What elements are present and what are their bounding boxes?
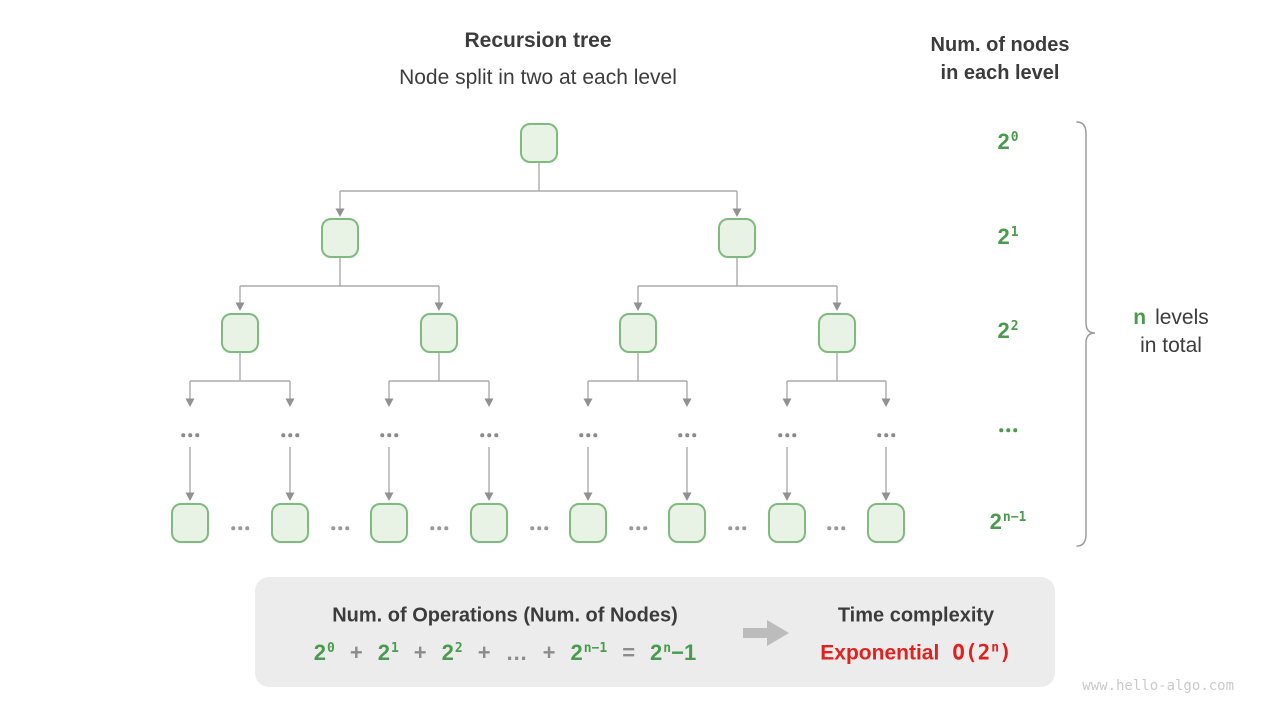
tree-node (718, 218, 756, 258)
ellipsis-dots (629, 526, 647, 530)
arrowhead-icon (335, 208, 345, 217)
ellipsis-dots (181, 433, 199, 437)
level-count-label: 21 (997, 224, 1019, 249)
n-variable: n (1133, 306, 1147, 329)
arrowhead-icon (185, 398, 195, 407)
level-count-header-line2: in each level (940, 62, 1060, 84)
ellipsis-dots (728, 526, 746, 530)
formula-term: 21 (377, 640, 399, 665)
arrowhead-icon (782, 492, 792, 501)
big-o-notation: O(2n) (952, 640, 1012, 665)
arrowhead-icon (484, 398, 494, 407)
watermark: www.hello-algo.com (1082, 678, 1234, 694)
ellipsis-dots (480, 433, 498, 437)
formula-term: = (622, 640, 636, 665)
ellipsis-dots (579, 433, 597, 437)
time-complexity-value: Exponential O(2n) (820, 641, 1011, 666)
level-count-label: 2n−1 (989, 509, 1027, 534)
ellipsis-dots (530, 526, 548, 530)
arrowhead-icon (285, 492, 295, 501)
tree-node (867, 503, 905, 543)
operations-formula: 20 +21 +22 + … +2n−1 = 2n−1 (314, 640, 696, 666)
formula-term: 20 (313, 640, 335, 665)
arrowhead-icon (682, 398, 692, 407)
formula-term: + (542, 640, 556, 665)
arrowhead-icon (732, 208, 742, 217)
levels-brace (1076, 121, 1096, 547)
tree-node (520, 123, 558, 163)
arrowhead-icon (434, 302, 444, 311)
ellipsis-dots (430, 526, 448, 530)
arrowhead-icon (583, 398, 593, 407)
in-total-word: in total (1140, 334, 1202, 357)
tree-node (619, 313, 657, 353)
tree-node (818, 313, 856, 353)
tree-node (420, 313, 458, 353)
arrowhead-icon (384, 398, 394, 407)
formula-term: + (349, 640, 363, 665)
ellipsis-dots (231, 526, 249, 530)
formula-term: + (477, 640, 491, 665)
level-count-column-header: Num. of nodes in each level (931, 31, 1070, 87)
arrowhead-icon (682, 492, 692, 501)
right-arrow-icon (743, 620, 789, 646)
arrowhead-icon (832, 302, 842, 311)
time-complexity-title: Time complexity (837, 604, 995, 627)
ellipsis-dots (778, 433, 796, 437)
arrowhead-icon (881, 398, 891, 407)
formula-term: + (413, 640, 427, 665)
tree-node (321, 218, 359, 258)
ellipsis-dots (331, 526, 349, 530)
tree-node (668, 503, 706, 543)
formula-term: 2n−1 (650, 640, 697, 665)
formula-term: … (505, 640, 528, 665)
operations-title: Num. of Operations (Num. of Nodes) (332, 604, 678, 627)
ellipsis-dots (827, 526, 845, 530)
ellipsis-dots (380, 433, 398, 437)
level-count-label: 22 (997, 318, 1019, 343)
tree-node (370, 503, 408, 543)
level-count-label: 20 (997, 129, 1019, 154)
tree-node (569, 503, 607, 543)
arrowhead-icon (782, 398, 792, 407)
arrowhead-icon (484, 492, 494, 501)
diagram-title: Recursion tree (464, 29, 612, 52)
arrowhead-icon (633, 302, 643, 311)
arrowhead-icon (583, 492, 593, 501)
arrowhead-icon (881, 492, 891, 501)
ellipsis-dots (678, 433, 696, 437)
tree-node (271, 503, 309, 543)
arrowhead-icon (185, 492, 195, 501)
arrowhead-icon (285, 398, 295, 407)
level-count-header-line1: Num. of nodes (930, 34, 1070, 56)
complexity-name: Exponential (820, 641, 940, 665)
formula-term: 2n−1 (570, 640, 608, 665)
tree-node (171, 503, 209, 543)
levels-word: levels (1155, 306, 1209, 329)
level-ellipsis-label (999, 428, 1017, 432)
diagram-subtitle: Node split in two at each level (399, 66, 677, 89)
tree-node (470, 503, 508, 543)
tree-node (768, 503, 806, 543)
formula-term: 22 (441, 640, 463, 665)
summary-box: Num. of Operations (Num. of Nodes) 20 +21… (255, 577, 1055, 687)
tree-node (221, 313, 259, 353)
ellipsis-dots (281, 433, 299, 437)
arrowhead-icon (384, 492, 394, 501)
arrowhead-icon (235, 302, 245, 311)
ellipsis-dots (877, 433, 895, 437)
